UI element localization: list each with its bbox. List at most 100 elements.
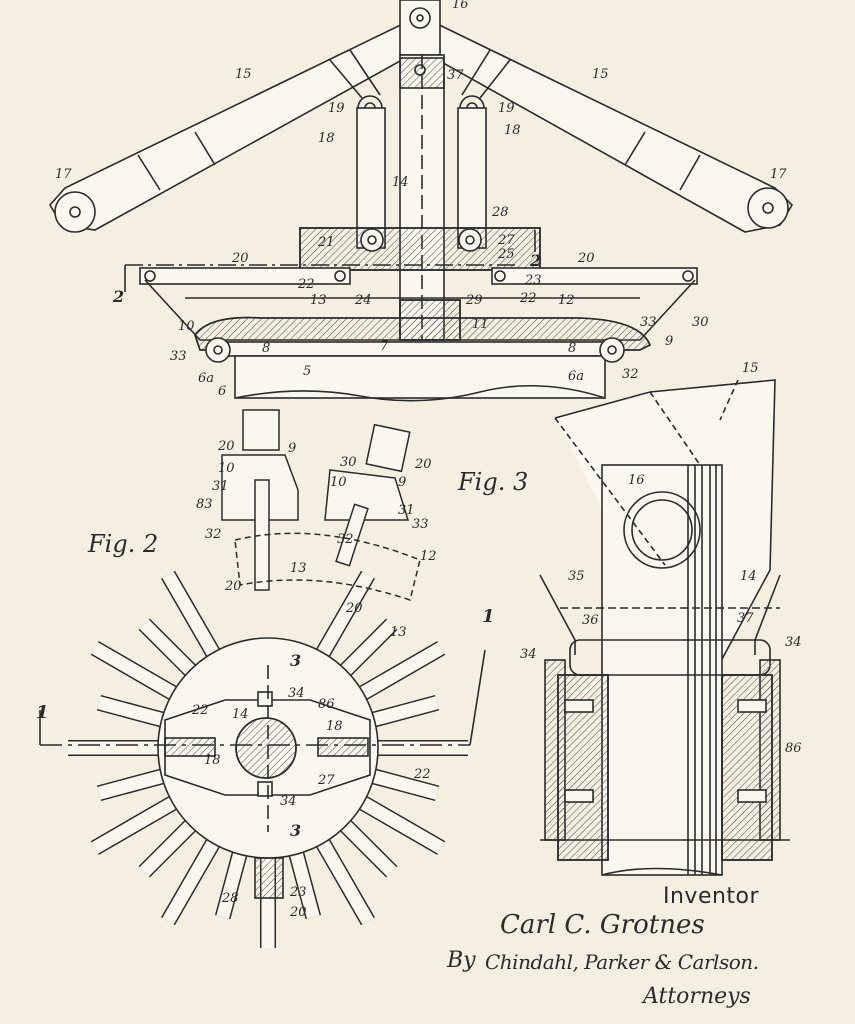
- radial-spoke-fill: [288, 847, 320, 919]
- left-pivot-17: [54, 191, 96, 233]
- section-mark: 2: [112, 287, 124, 306]
- by-label: By: [447, 948, 476, 973]
- ref-label: 86: [785, 741, 802, 756]
- ref-label: 23: [524, 273, 542, 288]
- ref-label: 13: [390, 625, 407, 640]
- ref-label: 29: [465, 293, 483, 308]
- section-mark: 3: [290, 821, 301, 840]
- ref-label: 18: [326, 719, 343, 734]
- radial-spoke-fill: [337, 817, 397, 877]
- section-mark: 1: [482, 606, 495, 627]
- ref-label: 37: [447, 68, 464, 83]
- ref-label: 18: [318, 131, 335, 146]
- ref-label: 20: [345, 601, 363, 616]
- ref-label: 20: [231, 251, 249, 266]
- ref-label: 24: [354, 293, 372, 308]
- ref-label: 17: [55, 167, 72, 182]
- radial-spoke-fill: [162, 571, 222, 661]
- ref-label: 8: [262, 341, 270, 356]
- ref-label: 21: [317, 235, 335, 250]
- ref-label: 6: [218, 384, 226, 399]
- pivot-16-fig3: [623, 491, 701, 569]
- ref-label: 30: [692, 315, 709, 330]
- radial-spoke-fill: [97, 768, 169, 800]
- radial-spoke-fill: [355, 642, 445, 702]
- inventor-label: Inventor: [663, 884, 760, 909]
- ref-label: 36: [582, 613, 599, 628]
- radial-spoke-fill: [139, 619, 199, 679]
- figure-2-caption: Fig. 2: [87, 530, 158, 558]
- radial-spoke-fill: [139, 817, 199, 877]
- ref-label: 28: [221, 891, 239, 906]
- ref-label: 34: [280, 794, 297, 809]
- ref-label: 10: [218, 461, 235, 476]
- radial-spoke-fill: [314, 571, 374, 661]
- ref-label: 34: [288, 686, 305, 701]
- ref-label: 15: [235, 67, 252, 82]
- figure-1-drawing: [49, 0, 794, 402]
- ref-label: 30: [340, 455, 357, 470]
- ref-label: 6a: [568, 369, 584, 384]
- ref-label: 23: [289, 885, 307, 900]
- radial-spoke-fill: [97, 696, 169, 728]
- ref-label: 33: [412, 517, 429, 532]
- ref-label: 9: [288, 441, 296, 456]
- ref-label: 15: [742, 361, 759, 376]
- section-mark: 3: [290, 651, 301, 670]
- inventor-name: Carl C. Grotnes: [500, 910, 705, 940]
- ref-label: 8: [568, 341, 576, 356]
- radial-spoke-fill: [337, 619, 397, 679]
- ref-label: 10: [178, 319, 195, 334]
- section-mark: 2: [529, 251, 541, 270]
- ref-label: 22: [297, 277, 315, 292]
- ref-label: 34: [785, 635, 802, 650]
- ref-label: 35: [568, 569, 585, 584]
- figure-2-labels: 20 9 30 20 10 31 10 9 83 31 33 32 32 12 …: [36, 439, 495, 920]
- ref-label: 14: [392, 175, 409, 190]
- attorneys-label: Attorneys: [643, 984, 751, 1009]
- figure-2-upper-clamps: [221, 409, 421, 601]
- shaft-14-fig3: [601, 464, 723, 876]
- figure-3-labels: 15 16 14 35 36 37 34 34 86 Fig. 3: [457, 361, 802, 756]
- ref-label: 83: [196, 497, 213, 512]
- ref-label: 19: [498, 101, 515, 116]
- figure-3-caption: Fig. 3: [457, 468, 528, 496]
- figure-1-labels: 15 15 16 37 19 19 18 18 14 17 17 28 27 2…: [55, 0, 787, 399]
- radial-spoke-fill: [91, 642, 181, 702]
- ref-label: 7: [380, 339, 389, 354]
- radial-spoke-fill: [355, 794, 445, 854]
- radial-spoke-fill: [162, 835, 222, 925]
- ref-label: 6a: [198, 371, 214, 386]
- ref-label: 12: [558, 293, 575, 308]
- figure-2-drawing: [68, 570, 468, 948]
- ref-label: 18: [504, 123, 521, 138]
- ref-label: 20: [414, 457, 432, 472]
- ref-label: 31: [398, 503, 415, 518]
- ref-label: 11: [472, 317, 489, 332]
- ref-label: 13: [310, 293, 327, 308]
- ref-label: 13: [290, 561, 307, 576]
- ref-label: 12: [420, 549, 437, 564]
- ref-label: 15: [592, 67, 609, 82]
- inventor-signature-block: Inventor Carl C. Grotnes By Chindahl, Pa…: [445, 880, 835, 1010]
- ref-label: 19: [328, 101, 345, 116]
- ref-label: 14: [740, 569, 757, 584]
- ref-label: 16: [452, 0, 469, 12]
- ref-label: 20: [289, 905, 307, 920]
- ref-label: 25: [497, 247, 515, 262]
- ref-label: 27: [317, 773, 335, 788]
- ref-label: 20: [217, 439, 235, 454]
- ref-label: 14: [232, 707, 249, 722]
- ref-label: 20: [577, 251, 595, 266]
- radial-spoke-fill: [314, 835, 374, 925]
- ref-label: 32: [337, 532, 354, 547]
- ref-label: 28: [491, 205, 509, 220]
- radial-spoke-fill: [367, 768, 439, 800]
- ref-label: 22: [413, 767, 431, 782]
- ref-label: 18: [204, 753, 221, 768]
- ref-label: 31: [212, 479, 229, 494]
- ref-label: 9: [398, 475, 406, 490]
- ref-label: 33: [170, 349, 187, 364]
- ref-label: 22: [191, 703, 209, 718]
